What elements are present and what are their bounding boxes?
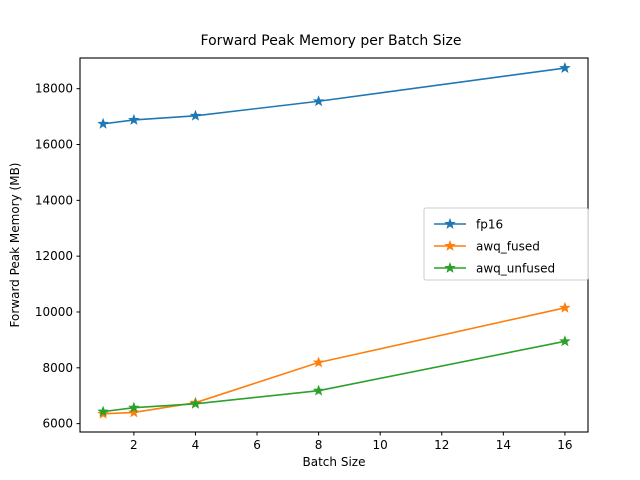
chart-title-group: Forward Peak Memory per Batch Size: [201, 33, 462, 49]
series-fp16: [97, 61, 571, 129]
data-point-marker: [128, 401, 140, 413]
y-tick-label: 8000: [42, 361, 73, 375]
data-point-marker: [189, 397, 202, 409]
series-line-fp16: [102, 67, 566, 125]
chart-title: Forward Peak Memory per Batch Size: [201, 33, 462, 49]
data-point-marker: [97, 117, 109, 129]
data-point-marker: [97, 405, 109, 417]
x-tick-label: 2: [130, 438, 138, 452]
legend-label-awq_fused: awq_fused: [476, 240, 540, 254]
legend-label-awq_unfused: awq_unfused: [476, 262, 555, 276]
data-point-marker: [312, 356, 325, 368]
series-line-awq_fused: [102, 307, 566, 415]
y-axis-ticks: 6000 8000 10000 12000 14000 16000 18000: [35, 82, 80, 431]
data-point-marker: [312, 384, 325, 396]
y-tick-label: 6000: [42, 417, 73, 431]
data-series-group: [97, 61, 571, 419]
x-tick-label: 10: [373, 438, 388, 452]
x-tick-label: 4: [192, 438, 200, 452]
legend-background: [423, 207, 589, 281]
y-axis-label: Forward Peak Memory (MB): [8, 163, 22, 328]
x-axis-label: Batch Size: [303, 455, 366, 469]
data-point-marker: [189, 109, 202, 121]
legend-marker-awq_unfused: [444, 261, 456, 273]
series-awq_unfused: [97, 335, 571, 417]
series-awq_fused: [97, 301, 571, 419]
y-tick-label: 12000: [35, 249, 73, 263]
y-tick-label: 16000: [35, 138, 73, 152]
x-axis-ticks: 2 4 6 8 10 12 14 16: [130, 432, 573, 452]
x-tick-label: 16: [557, 438, 572, 452]
legend-marker-awq_fused: [444, 239, 456, 251]
x-tick-label: 8: [315, 438, 323, 452]
y-tick-label: 14000: [35, 193, 73, 207]
x-tick-label: 12: [434, 438, 449, 452]
data-point-marker: [559, 61, 571, 73]
legend-marker-fp16: [444, 217, 456, 229]
data-point-marker: [128, 406, 140, 418]
data-point-marker: [312, 95, 325, 107]
y-tick-label: 18000: [35, 82, 73, 96]
x-tick-label: 6: [253, 438, 261, 452]
series-line-awq_unfused: [102, 340, 566, 413]
x-tick-label: 14: [496, 438, 511, 452]
data-point-marker: [128, 113, 140, 125]
data-point-marker: [559, 301, 571, 313]
chart-legend[interactable]: fp16 awq_fused awq_unfused: [423, 207, 589, 281]
y-tick-label: 10000: [35, 305, 73, 319]
data-point-marker: [559, 335, 571, 347]
legend-label-fp16: fp16: [476, 218, 503, 232]
